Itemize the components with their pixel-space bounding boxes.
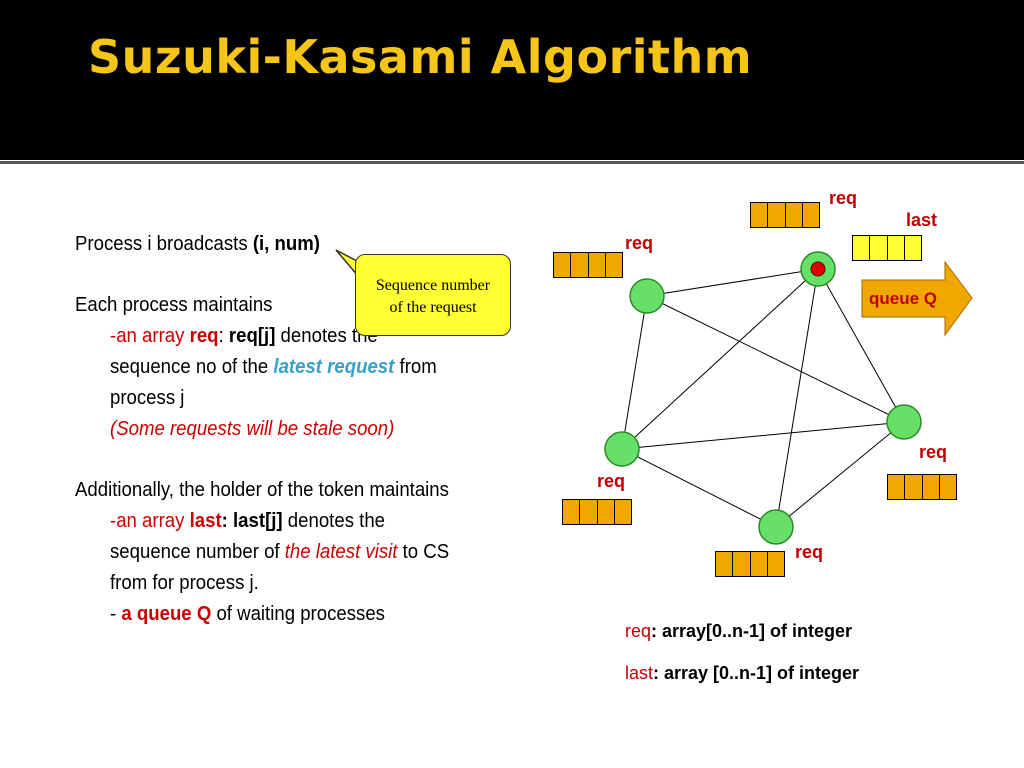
req-label-left-top: req <box>625 233 654 253</box>
process-j-line: process j <box>110 387 185 409</box>
latest-visit-emphasis: the latest visit <box>284 541 398 563</box>
last-label: last <box>906 210 938 230</box>
edge <box>621 448 777 528</box>
process-node <box>629 278 665 314</box>
text-segment: -an array <box>110 510 190 532</box>
last-keyword: last <box>189 510 222 532</box>
text-segment: sequence no of the <box>110 356 274 378</box>
req-label-right: req <box>919 442 948 462</box>
req-array-bottom <box>715 551 785 577</box>
legend-req: req: array[0..n-1] of integer <box>625 621 852 642</box>
req-label-left-bottom: req <box>597 471 626 491</box>
broadcast-line: Process i broadcasts (i, num) <box>75 229 320 260</box>
legend-last: last: array [0..n-1] of integer <box>625 663 859 684</box>
last-array-line: -an array last: last[j] denotes the <box>110 506 385 537</box>
page-title: Suzuki-Kasami Algorithm <box>88 30 753 84</box>
text-segment: : <box>218 325 229 347</box>
req-desc-line: sequence no of the latest request from <box>110 352 437 383</box>
edge <box>621 268 819 450</box>
queue-line: - a queue Q of waiting processes <box>110 599 385 630</box>
req-array-right <box>887 474 957 500</box>
edge <box>817 268 905 423</box>
last-array <box>852 235 922 261</box>
last-j-keyword: : last[j] <box>221 510 283 532</box>
title-bar: Suzuki-Kasami Algorithm <box>0 0 1024 160</box>
edge <box>621 421 905 450</box>
callout-line: Sequence number <box>375 277 491 294</box>
process-node <box>604 431 640 467</box>
edge <box>646 268 819 297</box>
req-j-keyword: req[j] <box>228 325 276 347</box>
legend-desc: : array [0..n-1] of integer <box>653 663 860 683</box>
latest-request-emphasis: latest request <box>273 356 395 378</box>
sequence-number-callout: Sequence number of the request <box>355 254 511 336</box>
broadcast-tuple: (i, num) <box>252 233 320 255</box>
req-label-top: req <box>829 188 858 208</box>
edge <box>775 268 819 528</box>
queue-keyword: a queue Q <box>121 603 212 625</box>
edge <box>621 295 648 450</box>
edge <box>646 295 905 423</box>
req-label-bottom: req <box>795 542 824 562</box>
queue-label: queue Q <box>869 289 938 308</box>
from-process-line: from for process j. <box>110 572 259 594</box>
req-array-line: -an array req: req[j] denotes the <box>110 321 378 352</box>
req-keyword: req <box>189 325 219 347</box>
process-node <box>758 509 794 545</box>
legend-key: last <box>625 663 654 683</box>
req-array-left-top <box>553 252 623 278</box>
legend-desc: : array[0..n-1] of integer <box>651 621 853 641</box>
last-desc-line: sequence number of the latest visit to C… <box>110 537 449 568</box>
network-edges <box>621 268 905 528</box>
text-segment: from <box>394 356 437 378</box>
text-segment: denotes the <box>275 325 378 347</box>
callout-line: of the request <box>389 299 477 316</box>
text-segment: Process i broadcasts <box>75 233 253 255</box>
req-array-top <box>750 202 820 228</box>
token-marker <box>810 261 826 277</box>
text-segment: -an array <box>110 325 190 347</box>
queue-arrow-icon <box>861 260 973 337</box>
legend-key: req <box>625 621 652 641</box>
text-segment: to CS <box>397 541 450 563</box>
process-node <box>886 404 922 440</box>
additional-heading: Additionally, the holder of the token ma… <box>75 479 449 501</box>
stale-note: (Some requests will be stale soon) <box>110 418 395 440</box>
text-segment: sequence number of <box>110 541 285 563</box>
text-segment: - <box>110 603 122 625</box>
edge <box>775 421 905 528</box>
text-segment: of waiting processes <box>211 603 385 625</box>
maintains-heading: Each process maintains <box>75 294 273 316</box>
req-array-left-bottom <box>562 499 632 525</box>
divider <box>0 161 1024 164</box>
text-segment: denotes the <box>282 510 386 532</box>
